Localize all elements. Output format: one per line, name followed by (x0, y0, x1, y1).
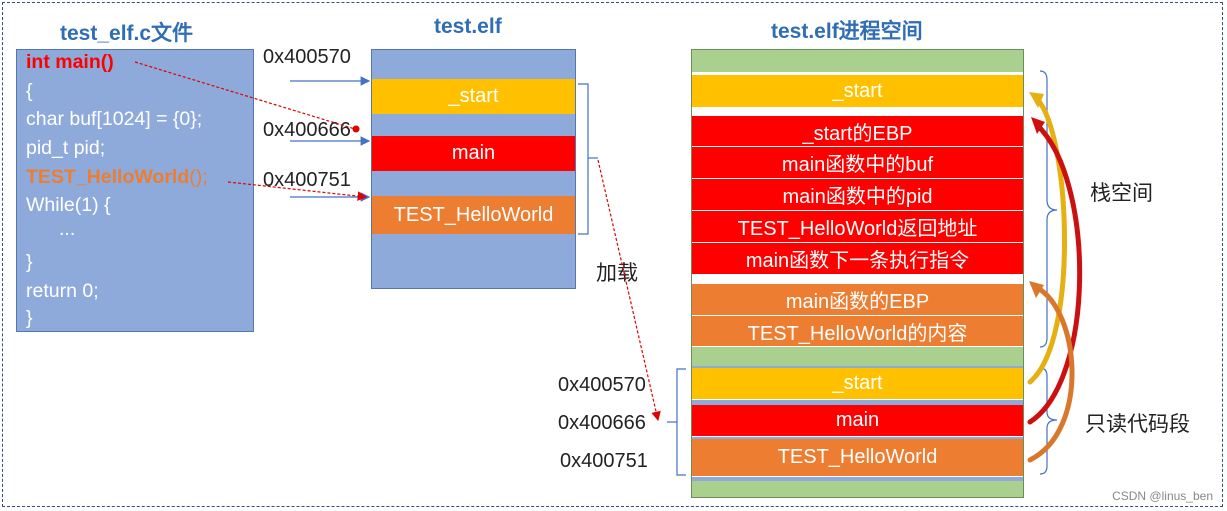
code-addr-main: 0x400666 (558, 412, 646, 434)
stack-item-hello-content: TEST_HelloWorld的内容 (692, 316, 1023, 347)
code-hello-block: TEST_HelloWorld (692, 439, 1023, 477)
start-curve-arrow (1027, 95, 1067, 385)
code-line-close-brace: } (26, 307, 33, 329)
code-line-buf: char buf[1024] = {0}; (26, 108, 203, 130)
code-addr-start: 0x400570 (558, 374, 646, 396)
elf-addr-hello: 0x400751 (263, 169, 351, 191)
code-line-close-while: } (26, 251, 33, 273)
main-curve-arrow (1027, 122, 1083, 425)
code-addr-hello: 0x400751 (560, 450, 648, 472)
code-hello-name: TEST_HelloWorld (26, 166, 190, 188)
code-line-main: int main() (26, 51, 114, 73)
elf-addr-main: 0x400666 (263, 119, 351, 141)
elf-addr-start: 0x400570 (263, 46, 351, 68)
code-line-hello-call: TEST_HelloWorld(); (26, 166, 208, 189)
code-line-open-brace: { (26, 80, 33, 102)
watermark: CSDN @linus_ben (1112, 489, 1213, 503)
hello-link-line (227, 181, 368, 201)
stack-brace (1039, 70, 1058, 348)
stack-item-start: _start (692, 75, 1023, 108)
stack-space-label: 栈空间 (1090, 182, 1153, 205)
code-segment-left-brace (676, 368, 686, 476)
main-link-dot (352, 125, 360, 133)
load-arrow (597, 159, 661, 422)
stack-item-start-ebp: _start的EBP (692, 116, 1023, 147)
stack-item-main-buf: main函数中的buf (692, 147, 1023, 179)
main-link-line (134, 61, 356, 130)
source-file-title: test_elf.c文件 (60, 22, 194, 45)
code-line-pid: pid_t pid; (26, 137, 106, 159)
elf-file-box: _start main TEST_HelloWorld (371, 49, 576, 289)
code-line-while: While(1) { (26, 194, 111, 216)
hello-curve-arrow (1027, 284, 1075, 463)
code-hello-parens: (); (189, 166, 208, 188)
code-start-block: _start (692, 368, 1023, 400)
stack-item-hello-return: TEST_HelloWorld返回地址 (692, 211, 1023, 243)
stack-item-main-next: main函数下一条执行指令 (692, 243, 1023, 275)
process-space-title: test.elf进程空间 (771, 20, 923, 43)
code-line-return: return 0; (26, 280, 99, 302)
code-segment-brace (1039, 367, 1058, 475)
code-main-block: main (692, 405, 1023, 437)
elf-main-block: main (372, 136, 575, 171)
stack-item-main-ebp: main函数的EBP (692, 284, 1023, 316)
elf-file-title: test.elf (434, 15, 502, 38)
process-space-box: _start _start的EBP main函数中的buf main函数中的pi… (691, 49, 1024, 498)
stack-item-main-pid: main函数中的pid (692, 179, 1023, 211)
elf-brace (578, 83, 589, 235)
code-line-ellipsis: ... (59, 218, 76, 240)
elf-start-block: _start (372, 79, 575, 114)
load-label: 加载 (596, 262, 638, 285)
elf-hello-block: TEST_HelloWorld (372, 196, 575, 234)
source-code-box: int main() { char buf[1024] = {0}; pid_t… (16, 49, 254, 332)
code-segment-label: 只读代码段 (1085, 413, 1190, 436)
